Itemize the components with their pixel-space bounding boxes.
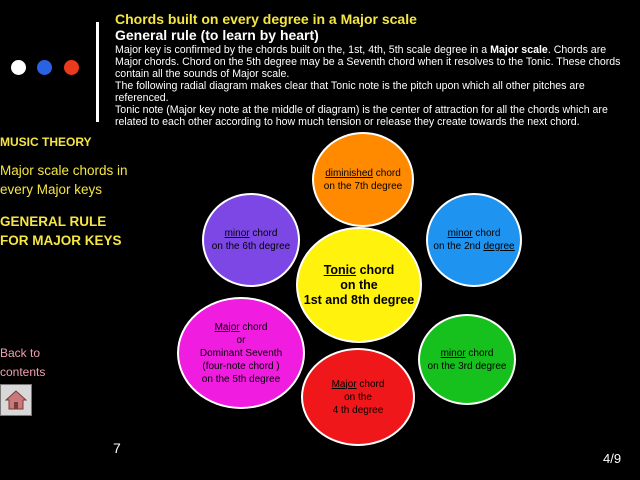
description-paragraph-1: Major key is confirmed by the chords bui… bbox=[115, 44, 621, 80]
sixth-degree-chord-circle: minor chord on the 6th degree bbox=[202, 193, 300, 287]
home-icon bbox=[5, 390, 27, 410]
fifth-degree-chord-circle: Major chord or Dominant Seventh (four-no… bbox=[177, 297, 305, 409]
description-paragraph-3: Tonic note (Major key note at the middle… bbox=[115, 104, 608, 128]
fourth-degree-chord-circle: Major chord on the 4 th degree bbox=[301, 348, 415, 446]
home-button[interactable] bbox=[0, 384, 32, 416]
third-degree-chord-circle: minor chord on the 3rd degree bbox=[418, 314, 516, 405]
description-paragraph-2: The following radial diagram makes clear… bbox=[115, 80, 585, 104]
slide-number: 4/9 bbox=[603, 451, 622, 466]
second-degree-chord-circle: minor chord on the 2nd degree bbox=[426, 193, 522, 287]
header-divider bbox=[96, 22, 99, 122]
blue-dot bbox=[37, 60, 52, 75]
slide-subtitle: General rule (to learn by heart) bbox=[115, 27, 319, 43]
tonic-chord-circle: Tonic chord on the 1st and 8th degree bbox=[296, 227, 422, 343]
general-rule-label: GENERAL RULE FOR MAJOR KEYS bbox=[0, 214, 122, 248]
header-description: Major key is confirmed by the chords bui… bbox=[115, 44, 630, 128]
major-chords-label: Major scale chords in every Major keys bbox=[0, 163, 128, 197]
slide-title: Chords built on every degree in a Major … bbox=[115, 11, 417, 27]
seventh-degree-chord-circle: diminished chord on the 7th degree bbox=[312, 132, 414, 227]
white-dot bbox=[11, 60, 26, 75]
page-number: 7 bbox=[113, 440, 121, 456]
back-to-contents-link[interactable]: Back to contents bbox=[0, 346, 46, 379]
music-theory-label: MUSIC THEORY bbox=[0, 135, 92, 149]
red-dot bbox=[64, 60, 79, 75]
